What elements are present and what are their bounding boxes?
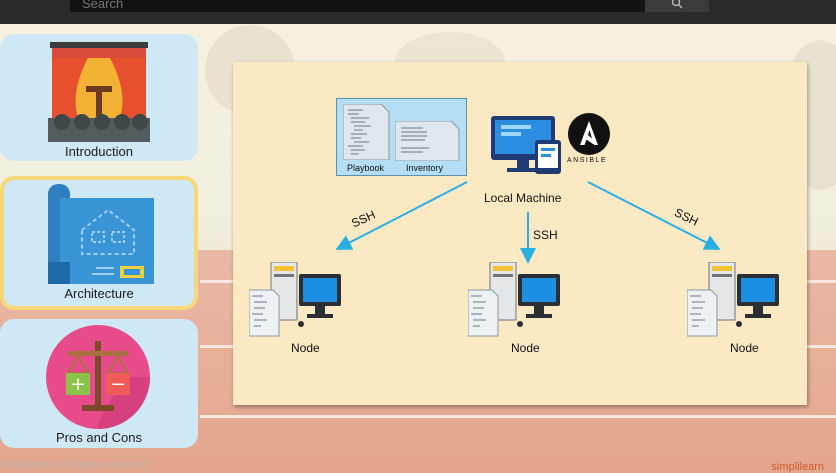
theater-stage-icon	[48, 42, 150, 142]
ssh-label-center: SSH	[533, 228, 558, 242]
ssh-arrows	[335, 181, 721, 264]
search-button[interactable]	[645, 0, 709, 12]
balance-scale-icon: + −	[46, 325, 150, 429]
menu-label-pros-and-cons: Pros and Cons	[56, 430, 142, 445]
architecture-diagram: Playbook Inventory ANSIBLE Local Machine…	[233, 62, 807, 405]
menu-card-architecture[interactable]: Architecture	[0, 176, 198, 310]
svg-text:+: +	[70, 374, 85, 395]
menu-label-architecture: Architecture	[64, 286, 134, 301]
node-label-3: Node	[730, 341, 759, 355]
inventory-file-icon	[395, 121, 460, 161]
files-panel: Playbook Inventory	[336, 98, 467, 176]
simplilearn-logo: simplilearn	[771, 461, 824, 473]
blueprint-icon	[48, 184, 154, 284]
playbook-file-icon	[343, 104, 390, 160]
ssh-arrow-right	[587, 181, 721, 250]
svg-text:−: −	[110, 374, 125, 395]
playbook-label: Playbook	[347, 163, 385, 173]
inventory-label: Inventory	[406, 163, 444, 173]
node-computer-icon	[687, 262, 779, 337]
node-computer-icon	[249, 262, 341, 337]
search-icon	[671, 0, 683, 9]
copyright-text: Simplilearn. All rights reserved.	[0, 459, 152, 471]
node-computer-icon	[468, 262, 560, 337]
ansible-wordmark: ANSIBLE	[567, 157, 608, 164]
menu-card-pros-and-cons[interactable]: + − Pros and Cons	[0, 319, 198, 448]
local-machine-label: Local Machine	[484, 191, 562, 205]
menu-label-introduction: Introduction	[65, 144, 133, 159]
ansible-logo-icon	[568, 113, 610, 155]
search-input[interactable]	[70, 0, 645, 12]
local-machine-icon	[491, 116, 561, 174]
node-label-1: Node	[291, 341, 320, 355]
menu-card-introduction[interactable]: Introduction	[0, 34, 198, 161]
node-label-2: Node	[511, 341, 540, 355]
ssh-arrow-left	[335, 181, 468, 250]
top-bar	[0, 0, 836, 24]
